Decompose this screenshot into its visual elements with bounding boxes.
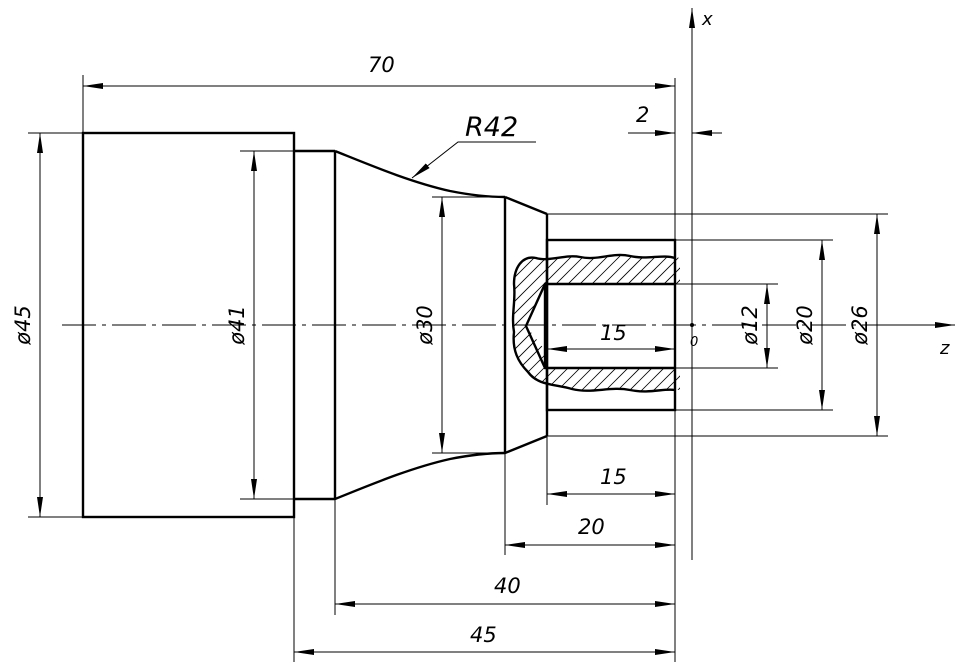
r42-arc-top bbox=[334, 149, 506, 199]
label-15-inner: 15 bbox=[600, 321, 627, 345]
label-20: 20 bbox=[578, 515, 605, 539]
r42-arc-bottom bbox=[334, 451, 506, 501]
label-d12: ø12 bbox=[738, 305, 762, 346]
x-axis-label: x bbox=[701, 9, 713, 30]
label-d20: ø20 bbox=[793, 305, 817, 346]
label-2: 2 bbox=[636, 103, 649, 127]
coordinate-axes: x z 0 bbox=[62, 8, 955, 560]
label-d45: ø45 bbox=[11, 305, 35, 346]
dimension-lines bbox=[37, 83, 880, 655]
origin-label: 0 bbox=[690, 335, 698, 350]
label-d26: ø26 bbox=[848, 305, 872, 346]
label-45: 45 bbox=[470, 623, 497, 647]
label-15: 15 bbox=[600, 465, 627, 489]
neck-d41 bbox=[294, 149, 335, 501]
z-axis-label: z bbox=[939, 338, 950, 359]
label-r42: R42 bbox=[465, 112, 518, 143]
extension-lines bbox=[28, 75, 888, 662]
origin-point bbox=[690, 323, 694, 327]
section-d20 bbox=[545, 238, 677, 412]
shoulder-d45 bbox=[81, 131, 296, 519]
label-70: 70 bbox=[368, 53, 395, 77]
bore-hole-d12 bbox=[524, 282, 675, 370]
chamfer-top bbox=[504, 195, 548, 216]
chamfer-bottom bbox=[504, 434, 548, 455]
dimension-labels: 70 2 R42 15 15 20 40 45 ø45 ø41 ø30 ø12 … bbox=[11, 53, 872, 647]
label-40: 40 bbox=[494, 574, 521, 598]
part-outline bbox=[81, 131, 677, 519]
break-line bbox=[511, 253, 676, 393]
label-d41: ø41 bbox=[225, 305, 249, 346]
radius-leader bbox=[411, 141, 536, 179]
label-d30: ø30 bbox=[413, 305, 437, 346]
